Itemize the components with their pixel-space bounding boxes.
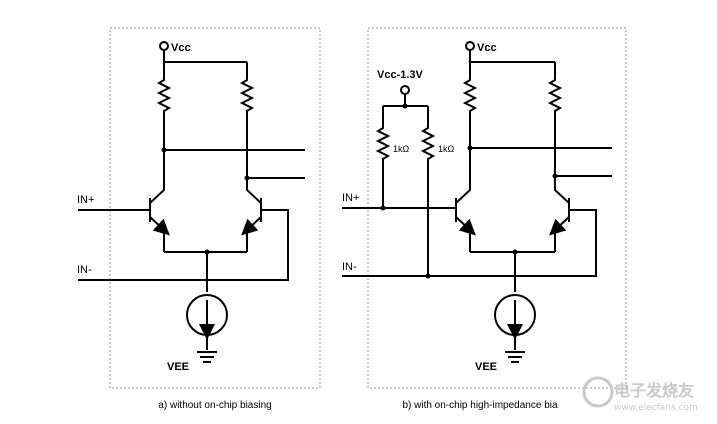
panel-b-vcc-terminal	[465, 41, 475, 51]
panel-b-node	[552, 173, 558, 179]
panel-b-in-pos-label: IN+	[342, 192, 359, 204]
panel-a-frame	[109, 27, 321, 389]
panel-b-node	[402, 103, 408, 109]
watermark: 电子发烧友 www.elecfans.com	[582, 376, 698, 413]
watermark-logo-icon	[582, 376, 614, 408]
panel-b-caption: b) with on-chip high-impedance bia	[402, 400, 558, 411]
panel-b-node	[467, 145, 473, 151]
panel-b-node	[425, 273, 431, 279]
panel-b-in-neg-label: IN-	[342, 261, 357, 273]
panel-b-bias-label: Vcc-1.3V	[377, 69, 424, 81]
panel-b-r2-label: 1kΩ	[438, 144, 455, 154]
panel-a-node	[244, 175, 250, 181]
panel-b-bias-terminal	[400, 85, 410, 95]
panel-a-vcc-terminal	[159, 41, 169, 51]
panel-a-wires	[78, 50, 305, 363]
panel-b-vcc-label: Vcc	[477, 42, 497, 54]
panel-a-caption: a) without on-chip biasing	[158, 400, 271, 411]
panel-a-in-pos-label: IN+	[77, 194, 94, 206]
watermark-url: www.elecfans.com	[614, 403, 698, 413]
panel-a-in-neg-label: IN-	[77, 264, 92, 276]
panel-b: Vcc Vcc-1.3V	[342, 27, 627, 411]
panel-b-node	[512, 249, 518, 255]
panel-a: Vcc	[77, 27, 321, 411]
panel-a-node	[204, 249, 210, 255]
panel-a-vee-label: VEE	[167, 361, 189, 373]
panel-a-vcc-label: Vcc	[171, 42, 191, 54]
panel-b-wires	[342, 50, 612, 363]
panel-a-node	[161, 147, 167, 153]
panel-b-r1-label: 1kΩ	[393, 144, 410, 154]
panel-b-vee-label: VEE	[475, 361, 497, 373]
panel-b-node	[380, 205, 386, 211]
watermark-text: 电子发烧友	[614, 381, 695, 400]
